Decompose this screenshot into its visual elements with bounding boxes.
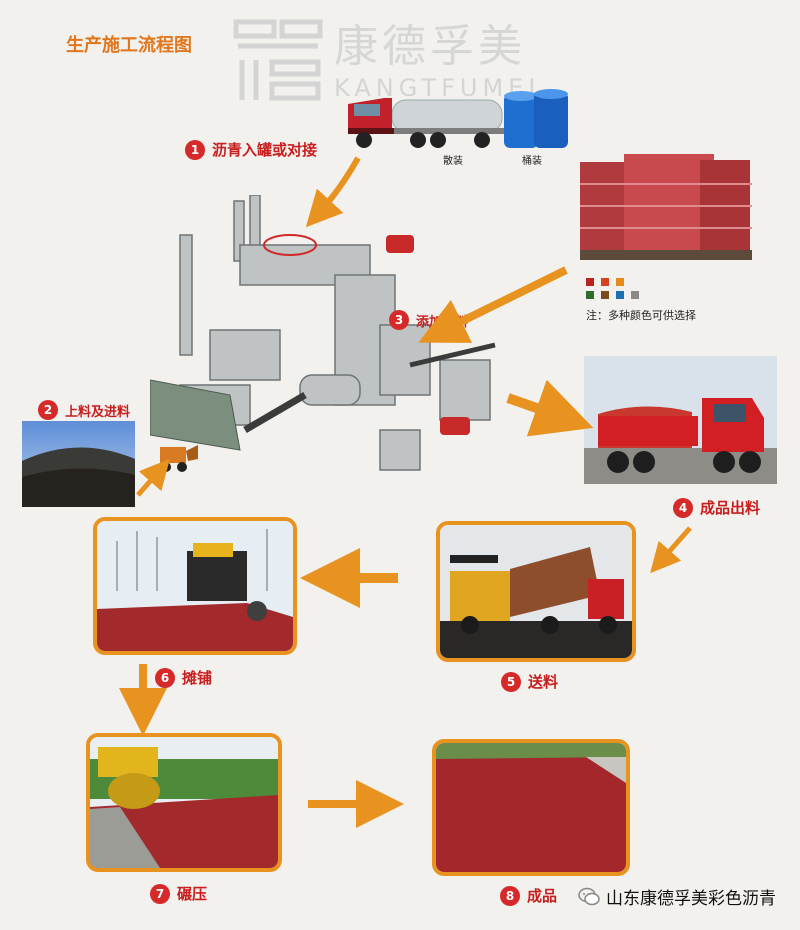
finished-photo	[436, 743, 626, 872]
step-number: 7	[150, 883, 170, 904]
tanker-truck-illustration	[348, 98, 504, 148]
color-swatch	[616, 278, 624, 286]
step-label: 摊铺	[182, 669, 213, 687]
step-6: 6 摊铺	[155, 667, 212, 688]
step-4: 4 成品出料	[673, 497, 760, 518]
page-title: 生产施工流程图	[66, 35, 192, 56]
color-swatch	[616, 291, 624, 299]
delivery-photo	[440, 525, 632, 658]
color-swatch	[601, 278, 609, 286]
step-label: 送料	[528, 673, 559, 691]
rolling-photo-frame	[86, 733, 282, 872]
color-swatch	[601, 291, 609, 299]
finished-photo-frame	[432, 739, 630, 876]
step-8: 8 成品	[500, 885, 557, 906]
wechat-icon	[578, 887, 600, 905]
pigment-note: 注：多种颜色可供选择	[586, 309, 696, 322]
step-number: 3	[389, 310, 409, 330]
color-swatch	[586, 291, 594, 299]
step-7: 7 碾压	[150, 883, 207, 904]
step-5: 5 送料	[501, 671, 558, 692]
wechat-watermark: 山东康德孚美彩色沥青	[578, 884, 776, 909]
step-number: 5	[501, 671, 521, 692]
step-number: 6	[155, 667, 175, 688]
step-number: 8	[500, 885, 520, 906]
step-3: 3 添加颜料	[389, 310, 468, 330]
color-swatch	[586, 278, 594, 286]
barrels-illustration	[504, 89, 568, 148]
step-number: 1	[185, 139, 205, 160]
brand-logo-icon	[233, 19, 323, 101]
asphalt-plant-illustration	[150, 195, 496, 471]
brand-name-cn: 康德孚美	[334, 21, 526, 72]
arrow-4	[650, 526, 692, 574]
paving-photo-frame	[93, 517, 297, 655]
step-number: 4	[673, 497, 693, 518]
step-2: 2 上料及进料	[38, 400, 130, 420]
loader-illustration	[160, 445, 198, 472]
dump-truck-photo	[584, 356, 777, 484]
step-label: 碾压	[177, 885, 208, 903]
bulk-label: 散装	[443, 156, 463, 167]
color-swatch	[631, 291, 639, 299]
step-1: 1 沥青入罐或对接	[185, 139, 317, 160]
step-label: 沥青入罐或对接	[212, 141, 318, 159]
gravel-pile-photo	[22, 421, 135, 507]
step-number: 2	[38, 400, 58, 420]
pigment-bags-illustration	[580, 154, 752, 260]
delivery-photo-frame	[436, 521, 636, 662]
step-label: 上料及进料	[65, 404, 131, 420]
brand-name-en: KANGTFUMEI	[334, 74, 541, 102]
barrel-label: 桶装	[522, 156, 542, 167]
step-label: 添加颜料	[416, 314, 469, 330]
step-label: 成品出料	[700, 499, 761, 517]
paving-photo	[97, 521, 293, 651]
watermark-text: 山东康德孚美彩色沥青	[606, 889, 776, 909]
step-label: 成品	[527, 887, 558, 905]
pigment-color-swatches	[586, 278, 641, 299]
rolling-photo	[90, 737, 278, 868]
